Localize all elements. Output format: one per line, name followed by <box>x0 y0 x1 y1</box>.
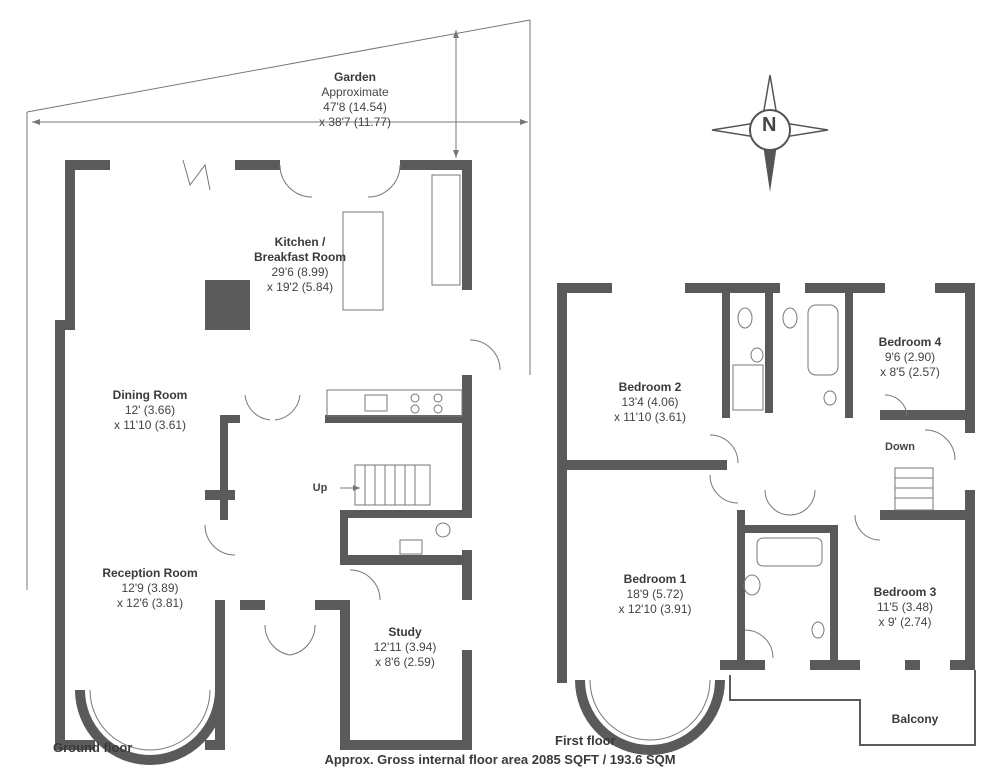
kitchen-label: Kitchen / Breakfast Room 29'6 (8.99) x 1… <box>230 235 370 295</box>
bedroom3-label: Bedroom 3 11'5 (3.48) x 9' (2.74) <box>855 585 955 630</box>
balcony-label: Balcony <box>875 712 955 727</box>
stairs-up-label: Up <box>312 482 328 494</box>
compass-rose <box>711 74 829 192</box>
bedroom2-dim1: 13'4 (4.06) <box>621 395 679 409</box>
dining-dim1: 12' (3.66) <box>124 403 176 417</box>
garden-dim1: 47'8 (14.54) <box>323 100 387 114</box>
garden-dim2: x 38'7 (11.77) <box>318 115 392 129</box>
garden-sub: Approximate <box>321 85 389 99</box>
bedroom2-label: Bedroom 2 13'4 (4.06) x 11'10 (3.61) <box>590 380 710 425</box>
garden-boundary <box>26 19 531 590</box>
bedroom4-label: Bedroom 4 9'6 (2.90) x 8'5 (2.57) <box>860 335 960 380</box>
bedroom3-dim1: 11'5 (3.48) <box>876 600 934 614</box>
balcony-name: Balcony <box>891 712 939 726</box>
ground-floor-walls <box>55 160 472 750</box>
study-dim1: 12'11 (3.94) <box>373 640 437 654</box>
bedroom1-label: Bedroom 1 18'9 (5.72) x 12'10 (3.91) <box>600 572 710 617</box>
bedroom2-name: Bedroom 2 <box>618 380 682 394</box>
reception-name: Reception Room <box>102 566 198 580</box>
bedroom1-name: Bedroom 1 <box>623 572 687 586</box>
garden-name: Garden <box>333 70 376 84</box>
kitchen-name-2: Breakfast Room <box>253 250 347 264</box>
kitchen-name: Kitchen / <box>274 235 326 249</box>
ground-stairs <box>340 464 431 506</box>
study-dim2: x 8'6 (2.59) <box>375 655 435 669</box>
reception-label: Reception Room 12'9 (3.89) x 12'6 (3.81) <box>85 566 215 611</box>
ground-doors <box>204 394 451 656</box>
bedroom1-dim1: 18'9 (5.72) <box>626 587 684 601</box>
dining-dim2: x 11'10 (3.61) <box>113 418 187 432</box>
kitchen-dim2: x 19'2 (5.84) <box>266 280 334 294</box>
study-name: Study <box>388 625 422 639</box>
floor-area-footer: Approx. Gross internal floor area 2085 S… <box>324 752 676 767</box>
reception-dim1: 12'9 (3.89) <box>121 581 179 595</box>
first-bay-window <box>575 679 725 755</box>
dining-label: Dining Room 12' (3.66) x 11'10 (3.61) <box>85 388 215 433</box>
first-floor-walls <box>557 283 976 746</box>
ground-bay-window <box>75 689 225 765</box>
bedroom4-dim1: 9'6 (2.90) <box>884 350 936 364</box>
kitchen-fittings <box>182 159 501 417</box>
bedroom4-name: Bedroom 4 <box>878 335 942 349</box>
ground-floor-caption: Ground floor <box>53 740 133 755</box>
reception-dim2: x 12'6 (3.81) <box>116 596 184 610</box>
stairs-down-label: Down <box>885 441 915 453</box>
bedroom2-dim2: x 11'10 (3.61) <box>613 410 687 424</box>
first-floor-fittings <box>709 304 956 659</box>
bedroom4-dim2: x 8'5 (2.57) <box>880 365 940 379</box>
first-floor-caption: First floor <box>555 733 616 748</box>
dining-name: Dining Room <box>112 388 188 402</box>
garden-label: Garden Approximate 47'8 (14.54) x 38'7 (… <box>295 70 415 130</box>
bedroom1-dim2: x 12'10 (3.91) <box>618 602 692 616</box>
study-label: Study 12'11 (3.94) x 8'6 (2.59) <box>355 625 455 670</box>
kitchen-dim1: 29'6 (8.99) <box>271 265 329 279</box>
bedroom3-name: Bedroom 3 <box>873 585 937 599</box>
bedroom3-dim2: x 9' (2.74) <box>878 615 932 629</box>
